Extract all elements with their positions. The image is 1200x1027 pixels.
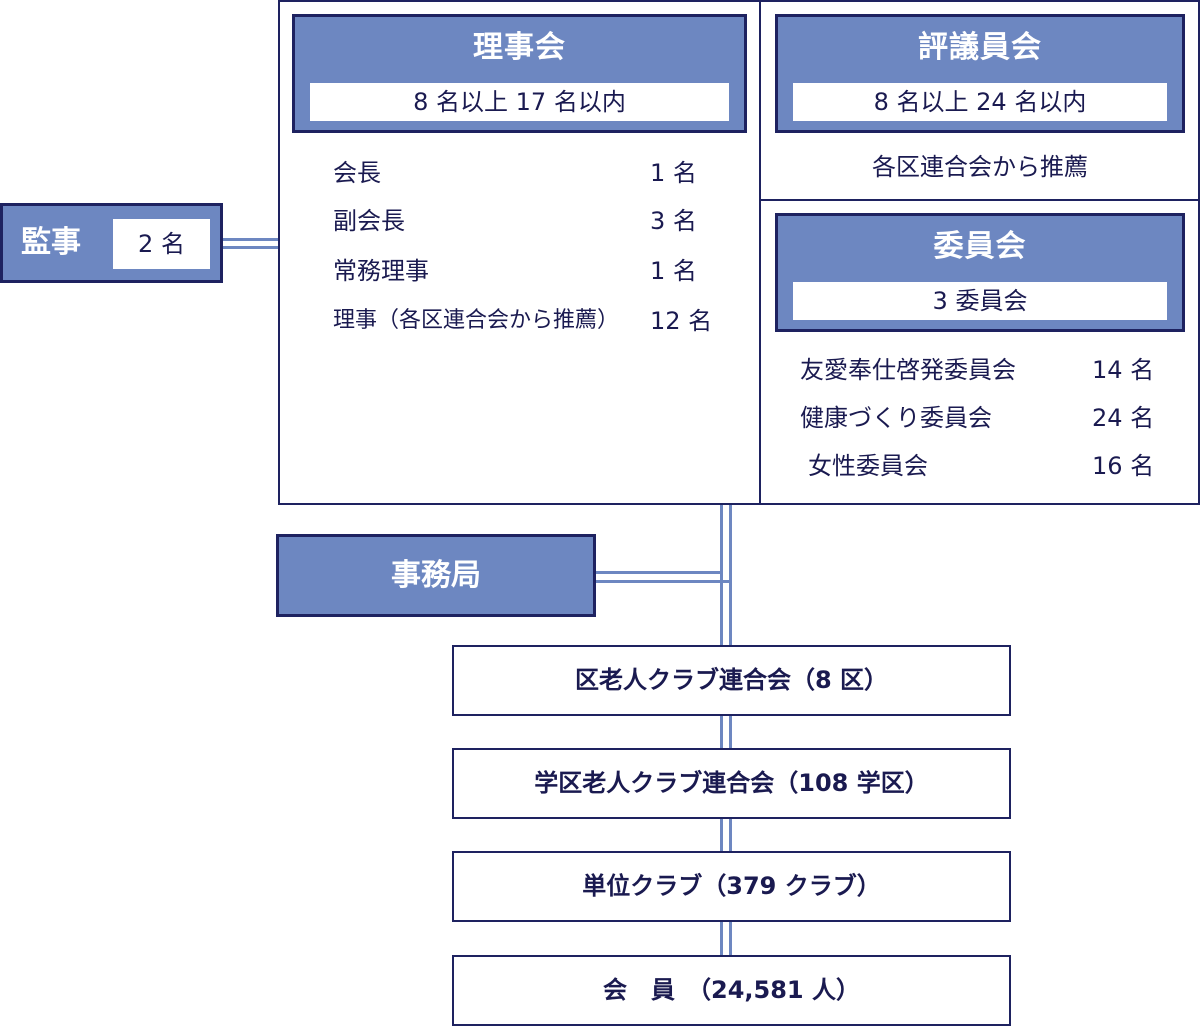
board-member-count: 1 名 <box>650 257 697 285</box>
council-range: 8 名以上 24 名以内 <box>793 83 1167 121</box>
board-member-count: 1 名 <box>650 159 697 187</box>
level-box-ward-federation: 区老人クラブ連合会（8 区） <box>452 645 1011 716</box>
board-title: 理事会 <box>473 30 566 65</box>
board-member-role: 理事（各区連合会から推薦） <box>333 308 620 333</box>
committee-name: 友愛奉仕啓発委員会 <box>800 356 1016 384</box>
board-header: 理事会 8 名以上 17 名以内 <box>292 14 747 133</box>
board-range: 8 名以上 17 名以内 <box>310 83 729 121</box>
governance-divider <box>759 0 761 505</box>
committee-name: 女性委員会 <box>808 452 928 480</box>
level-box-members: 会 員 （24,581 人） <box>452 955 1011 1026</box>
committees-range: 3 委員会 <box>793 282 1167 320</box>
level-box-unit-clubs: 単位クラブ（379 クラブ） <box>452 851 1011 922</box>
committee-count: 14 名 <box>1092 356 1155 384</box>
board-member-role: 副会長 <box>333 207 405 235</box>
auditor-connector-top <box>222 238 278 241</box>
level-connector-1-left <box>720 716 723 750</box>
auditor-box: 監事 2 名 <box>0 203 223 283</box>
secretariat-connector-top <box>596 571 720 574</box>
council-note: 各区連合会から推薦 <box>872 153 1088 181</box>
committees-title: 委員会 <box>933 229 1027 264</box>
governance-panel <box>278 0 1200 505</box>
level-connector-3-right <box>729 922 732 956</box>
committee-count: 16 名 <box>1092 452 1155 480</box>
board-member-count: 3 名 <box>650 207 697 235</box>
committees-header: 委員会 3 委員会 <box>775 213 1185 332</box>
council-title: 評議員会 <box>918 30 1042 65</box>
board-member-role: 会長 <box>333 159 381 187</box>
committee-name: 健康づくり委員会 <box>800 404 992 432</box>
council-header: 評議員会 8 名以上 24 名以内 <box>775 14 1185 133</box>
level-connector-2-left <box>720 819 723 853</box>
secretariat-box: 事務局 <box>276 534 596 617</box>
council-divider <box>760 199 1200 201</box>
level-connector-2-right <box>729 819 732 853</box>
auditor-connector-bottom <box>222 246 278 249</box>
auditor-count: 2 名 <box>113 219 210 269</box>
board-member-role: 常務理事 <box>333 257 429 285</box>
level-connector-3-left <box>720 922 723 956</box>
committee-count: 24 名 <box>1092 404 1155 432</box>
trunk-line-left <box>720 504 723 646</box>
board-member-count: 12 名 <box>650 307 713 335</box>
secretariat-label: 事務局 <box>391 558 481 593</box>
trunk-line-right <box>729 504 732 646</box>
auditor-label: 監事 <box>21 225 81 260</box>
secretariat-connector-bottom <box>596 580 729 583</box>
level-connector-1-right <box>729 716 732 750</box>
level-box-school-district-federation: 学区老人クラブ連合会（108 学区） <box>452 748 1011 819</box>
